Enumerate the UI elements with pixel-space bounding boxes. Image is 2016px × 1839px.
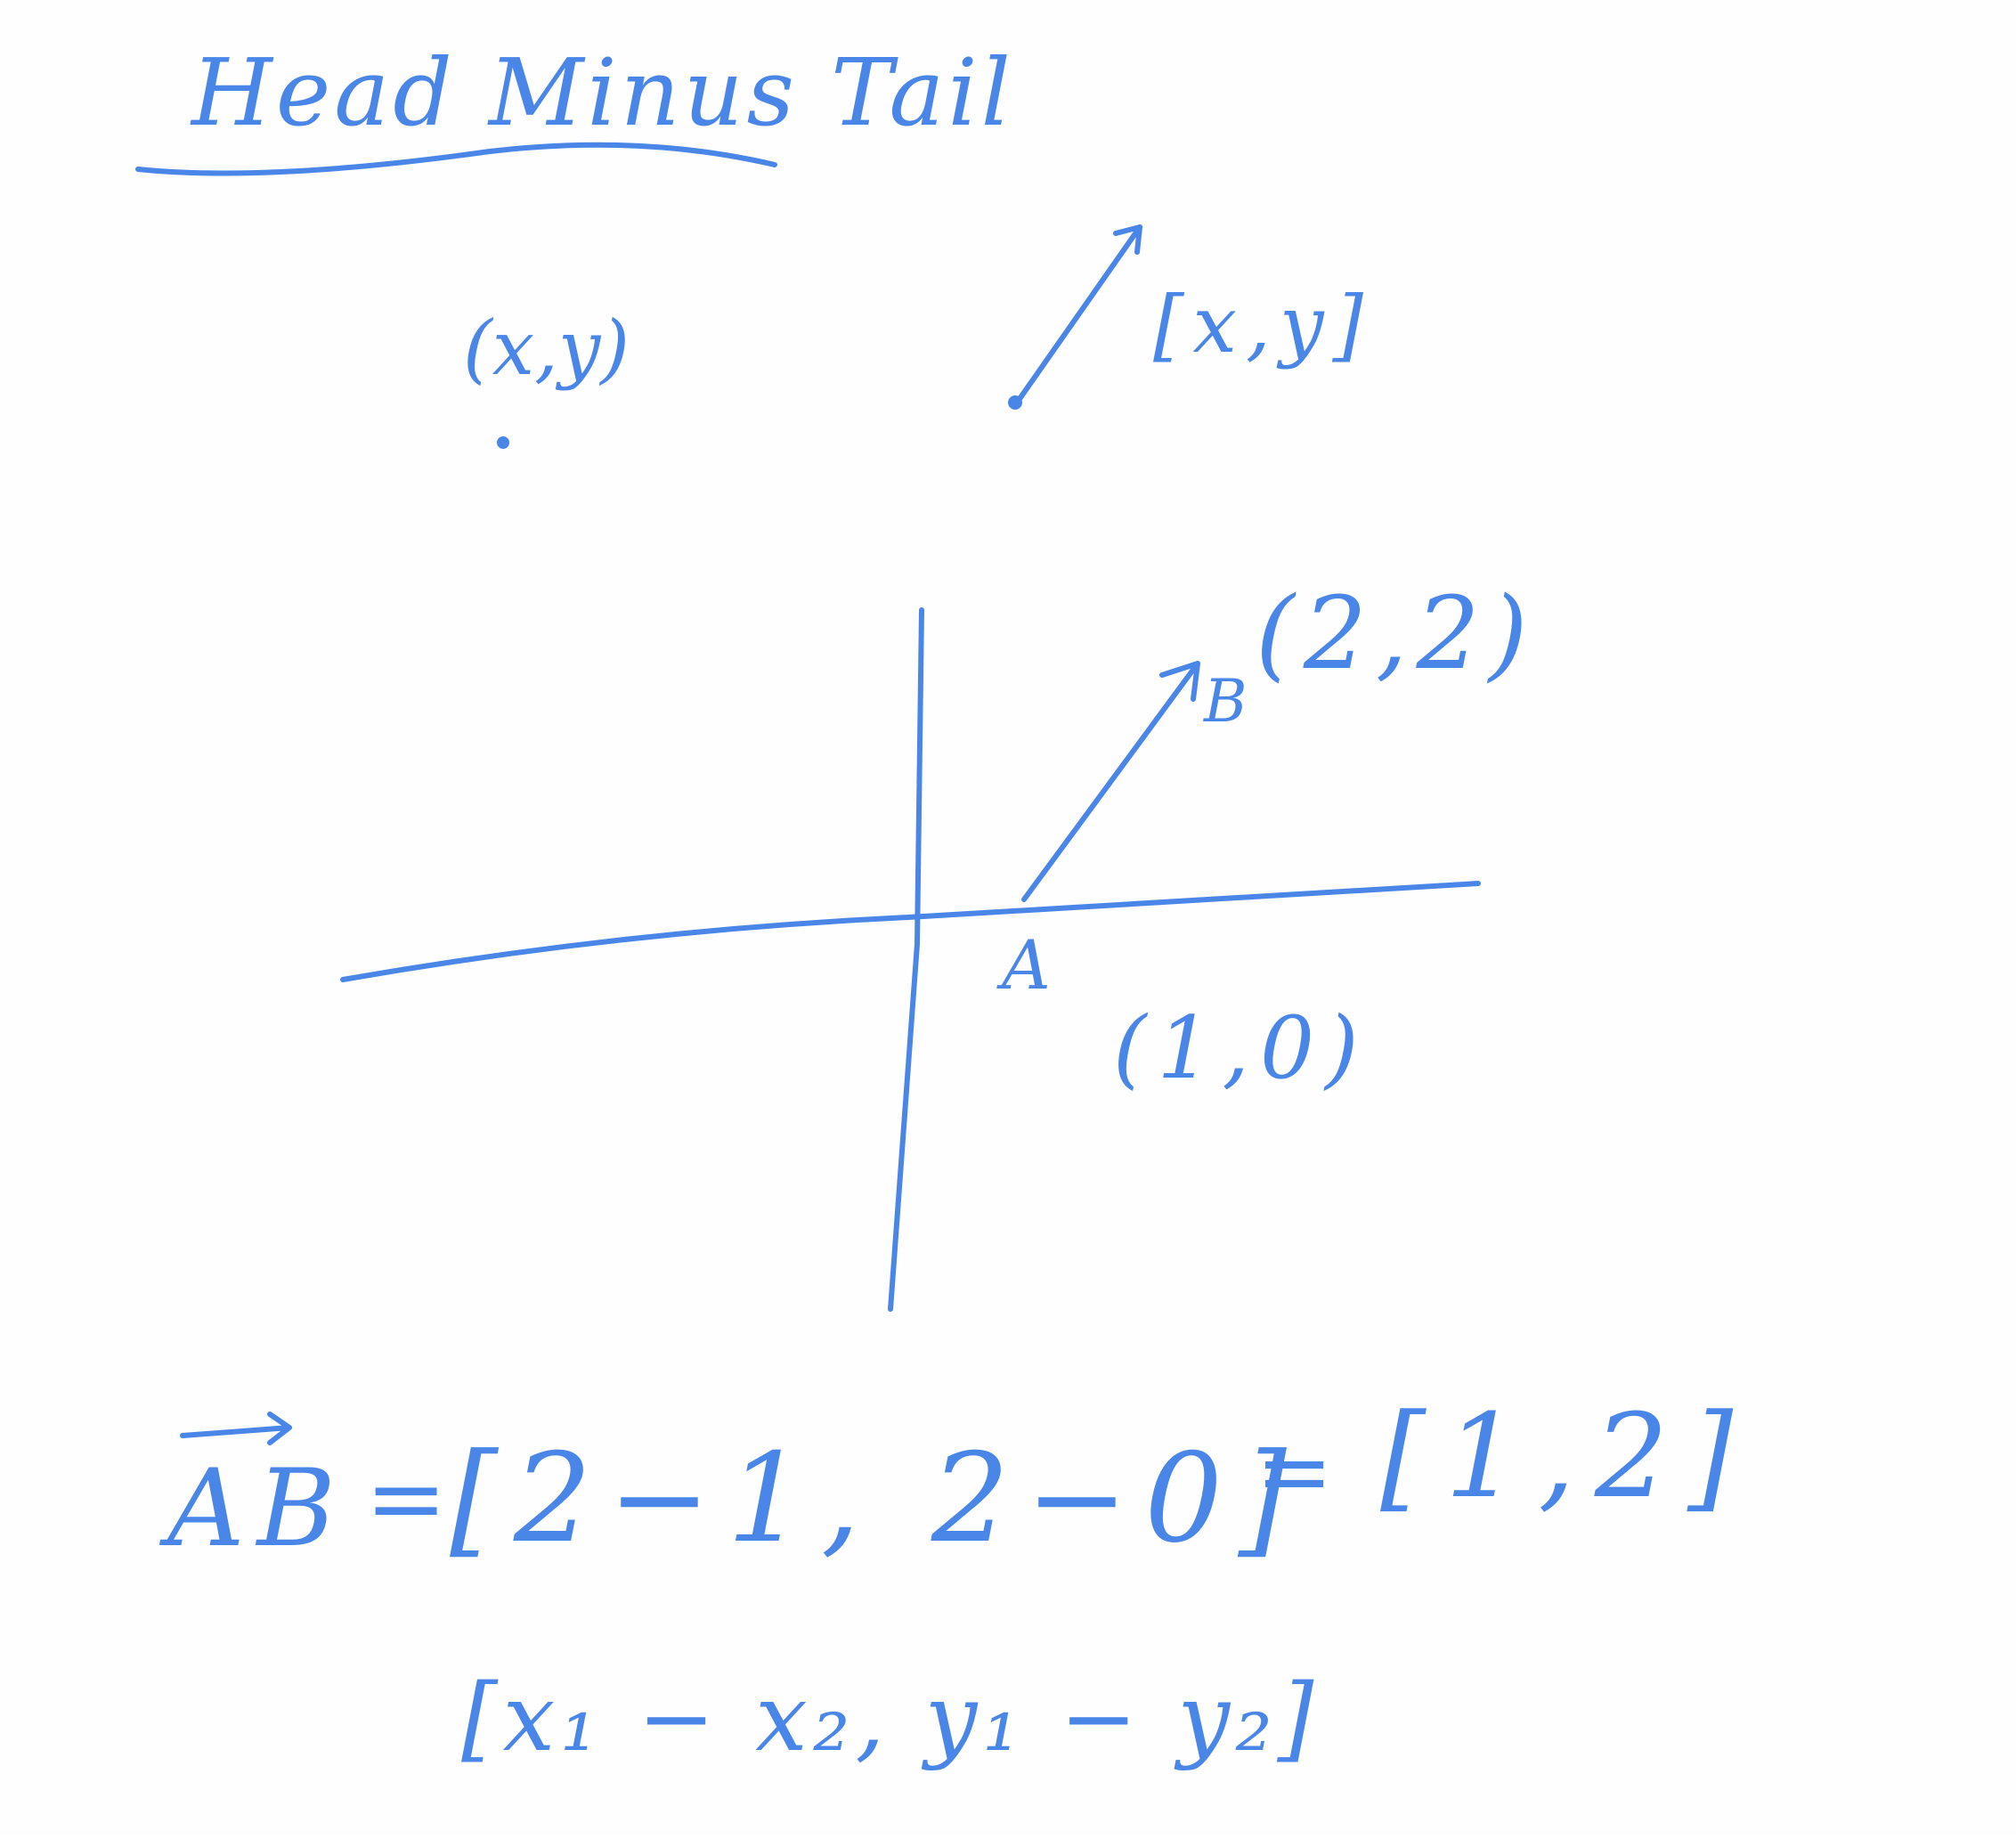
- equation-formula: [x₁ − x₂, y₁ − y₂]: [461, 1664, 1319, 1772]
- page-title: Head Minus Tail: [190, 38, 1014, 147]
- vector-ab: [1021, 661, 1200, 902]
- point-b-coords: (2,2): [1256, 576, 1537, 692]
- point-dot: [497, 436, 509, 449]
- vector-arrow-example: [1012, 224, 1142, 408]
- title-underline: [135, 142, 777, 176]
- vector-notation: [x,y]: [1153, 279, 1372, 370]
- vector-arrowhead-example: [1113, 224, 1142, 255]
- y-axis: [888, 607, 924, 1312]
- vector-ab-arrowhead: [1159, 661, 1200, 702]
- point-notation: (x,y): [463, 305, 630, 392]
- equation-lhs: AB: [159, 1447, 348, 1571]
- equation-substitution: [2−1, 2−0]: [450, 1427, 1303, 1570]
- point-b-label: B: [1203, 667, 1248, 736]
- equation-result-equals: =: [1256, 1417, 1333, 1526]
- vector-ab-overline-arrow: [180, 1412, 292, 1445]
- equation-result: [1,2]: [1380, 1388, 1752, 1524]
- vector-tail-dot: [1008, 395, 1022, 410]
- equation-equals: =: [365, 1441, 447, 1555]
- x-axis: [340, 881, 1481, 982]
- point-a-label: A: [996, 925, 1051, 1005]
- point-a-coords: (1,0): [1113, 998, 1370, 1098]
